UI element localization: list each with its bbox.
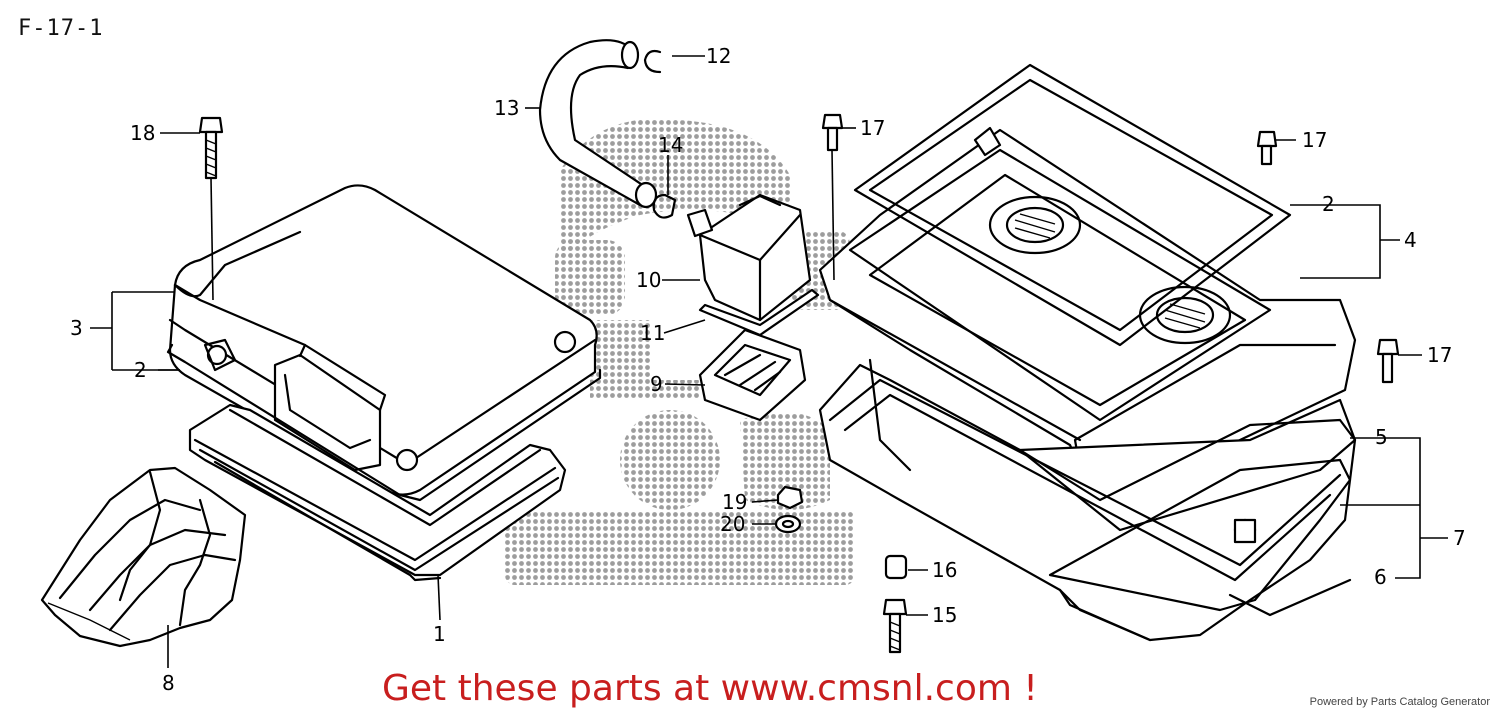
bolt-part-15 xyxy=(882,598,908,654)
air-cleaner-lower-case-part-7 xyxy=(818,358,1357,642)
callout-2-right: 2 xyxy=(1322,192,1335,216)
clamp-part-12 xyxy=(643,49,662,74)
washer-part-20 xyxy=(774,514,802,534)
collar-part-16 xyxy=(884,554,908,580)
callout-9: 9 xyxy=(650,372,663,396)
callout-8: 8 xyxy=(162,671,175,695)
callout-6: 6 xyxy=(1374,565,1387,589)
callout-labels: 12 13 14 10 11 9 19 20 16 15 17 17 17 2 … xyxy=(70,44,1466,695)
air-cleaner-element-part-1 xyxy=(188,403,567,582)
callout-5: 5 xyxy=(1375,425,1388,449)
air-cleaner-cover-part-3 xyxy=(168,184,598,496)
callout-15: 15 xyxy=(932,603,957,627)
callout-12: 12 xyxy=(706,44,731,68)
parts-shop-link-text: Get these parts at www.cmsnl.com ! xyxy=(382,668,1038,709)
intake-duct-part-8 xyxy=(40,466,247,648)
nut-part-19 xyxy=(776,485,804,510)
callout-19: 19 xyxy=(722,490,747,514)
bolt-part-17-a xyxy=(821,113,844,281)
callout-14: 14 xyxy=(658,133,683,157)
callout-11: 11 xyxy=(640,321,665,345)
gasket-part-2-left xyxy=(166,343,602,502)
breather-hose-part-13 xyxy=(538,39,658,209)
callout-18: 18 xyxy=(130,121,155,145)
callout-10: 10 xyxy=(636,268,661,292)
clamp-part-14 xyxy=(652,193,677,219)
callout-20: 20 xyxy=(720,512,745,536)
check-valve-part-9 xyxy=(698,328,807,422)
callout-13: 13 xyxy=(494,96,519,120)
bolt-part-17-c xyxy=(1376,338,1400,384)
callout-2-left: 2 xyxy=(134,358,147,382)
callout-17-a: 17 xyxy=(860,116,885,140)
gasket-part-11 xyxy=(698,288,820,337)
callout-16: 16 xyxy=(932,558,957,582)
breather-chamber-part-10 xyxy=(686,193,812,322)
bolt-part-18 xyxy=(198,116,224,301)
gasket-part-2-right xyxy=(853,63,1292,347)
watermark-logo xyxy=(505,118,855,585)
bolt-part-17-b xyxy=(1256,130,1278,166)
leader-lines xyxy=(90,55,1448,668)
callout-1: 1 xyxy=(433,622,446,646)
gasket-part-6 xyxy=(1048,458,1352,612)
callout-4: 4 xyxy=(1404,228,1417,252)
powered-by-footer: Powered by Parts Catalog Generator xyxy=(1309,696,1490,708)
callout-17-c: 17 xyxy=(1427,343,1452,367)
callout-7: 7 xyxy=(1453,526,1466,550)
callout-3: 3 xyxy=(70,316,83,340)
gasket-part-5 xyxy=(1018,418,1357,532)
callout-17-b: 17 xyxy=(1302,128,1327,152)
gasket-tab xyxy=(973,126,1002,157)
diagram-code: F-17-1 xyxy=(18,16,104,41)
